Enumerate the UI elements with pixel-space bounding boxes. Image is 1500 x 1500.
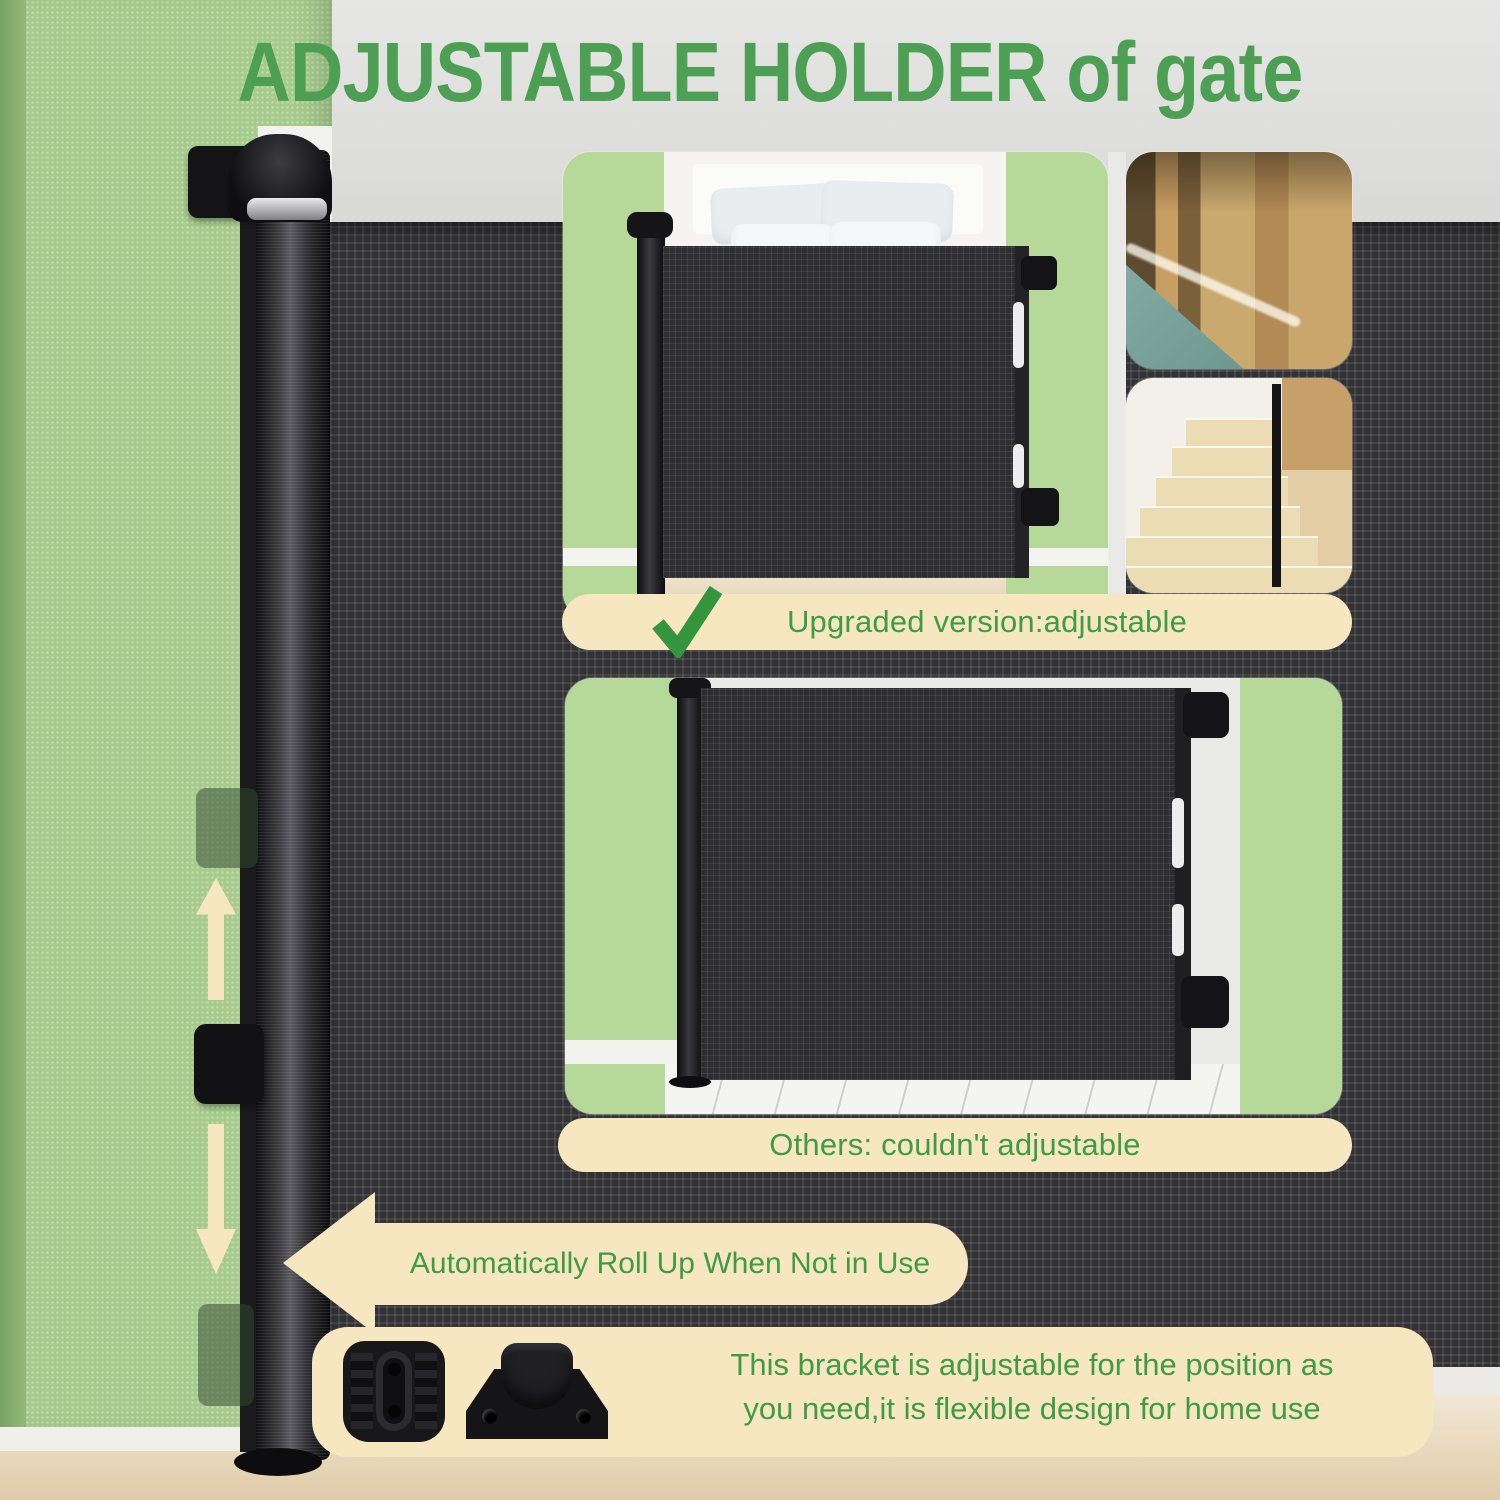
clamp-cradle [501,1343,573,1409]
bracket-rib [351,1353,373,1429]
others-badge: Others: couldn't adjustable [558,1118,1352,1172]
baseboard-right [1433,1367,1500,1395]
stair-step [1172,446,1280,476]
others-badge-label: Others: couldn't adjustable [769,1127,1141,1162]
inset-gap [1108,152,1126,620]
page-title: ADJUSTABLE HOLDER of gate [237,25,1304,119]
others-latch-hook-bottom [1181,976,1229,1028]
others-wall-right [1240,678,1342,1114]
bedroom-latch-hook-top [1021,256,1057,290]
bracket-rib [415,1353,437,1429]
others-gate-cap [669,678,711,698]
upgraded-badge: Upgraded version:adjustable [562,594,1352,650]
stairs-gate-pole [1272,384,1281,587]
green-wall-corner-shade [0,0,26,1427]
others-gate-pole [677,686,703,1082]
pole-silver-collar [247,198,327,220]
stair-step [1186,418,1274,446]
others-baseboard [565,1040,681,1064]
bedroom-gate-pole [637,226,665,610]
upgraded-badge-label: Upgraded version:adjustable [786,604,1188,639]
bracket-note-text: This bracket is adjustable for the posit… [642,1343,1422,1431]
bedroom-gate-latch-bar [1015,246,1029,578]
hallway-photo [1126,152,1352,369]
bracket-ladder-image [343,1341,445,1442]
clamp-screw [576,1409,591,1424]
ghost-bracket-upper [196,788,258,868]
others-gate-photo [565,678,1342,1114]
stairs-photo [1126,378,1352,593]
bedroom-latch-slot [1013,302,1024,368]
stair-step [1126,536,1318,566]
bedroom-baseboard [1006,548,1108,566]
roll-up-label: Automatically Roll Up When Not in Use [409,1247,931,1280]
stair-step [1156,476,1288,506]
bedroom-gate-photo [563,152,1108,620]
roll-up-arrow-badge: Automatically Roll Up When Not in Use [372,1223,968,1305]
bracket-hole [388,1405,401,1418]
check-icon [652,585,723,658]
pole-base-disc [234,1448,322,1476]
note-line-1: This bracket is adjustable for the posit… [730,1347,1334,1382]
bedroom-gate-cap [627,212,673,238]
ghost-bracket-lower [198,1304,254,1406]
clamp-screw [482,1409,497,1424]
bedroom-gate-mesh [663,246,1019,578]
others-gate-foot [669,1076,711,1088]
bracket-hole [388,1363,401,1376]
bedroom-latch-slot [1013,444,1024,488]
bedroom-latch-hook-bottom [1021,488,1059,526]
bracket-clamp-image [466,1343,608,1439]
mounted-bracket [194,1024,264,1104]
bracket-note-panel: This bracket is adjustable for the posit… [312,1327,1433,1457]
note-line-2: you need,it is flexible design for home … [743,1391,1321,1426]
others-latch-slot [1172,904,1184,956]
stair-step [1126,566,1352,593]
others-latch-slot [1172,798,1184,868]
others-gate-mesh [701,688,1175,1080]
others-latch-hook-top [1183,692,1229,738]
hallway-shadow [1126,152,1352,212]
